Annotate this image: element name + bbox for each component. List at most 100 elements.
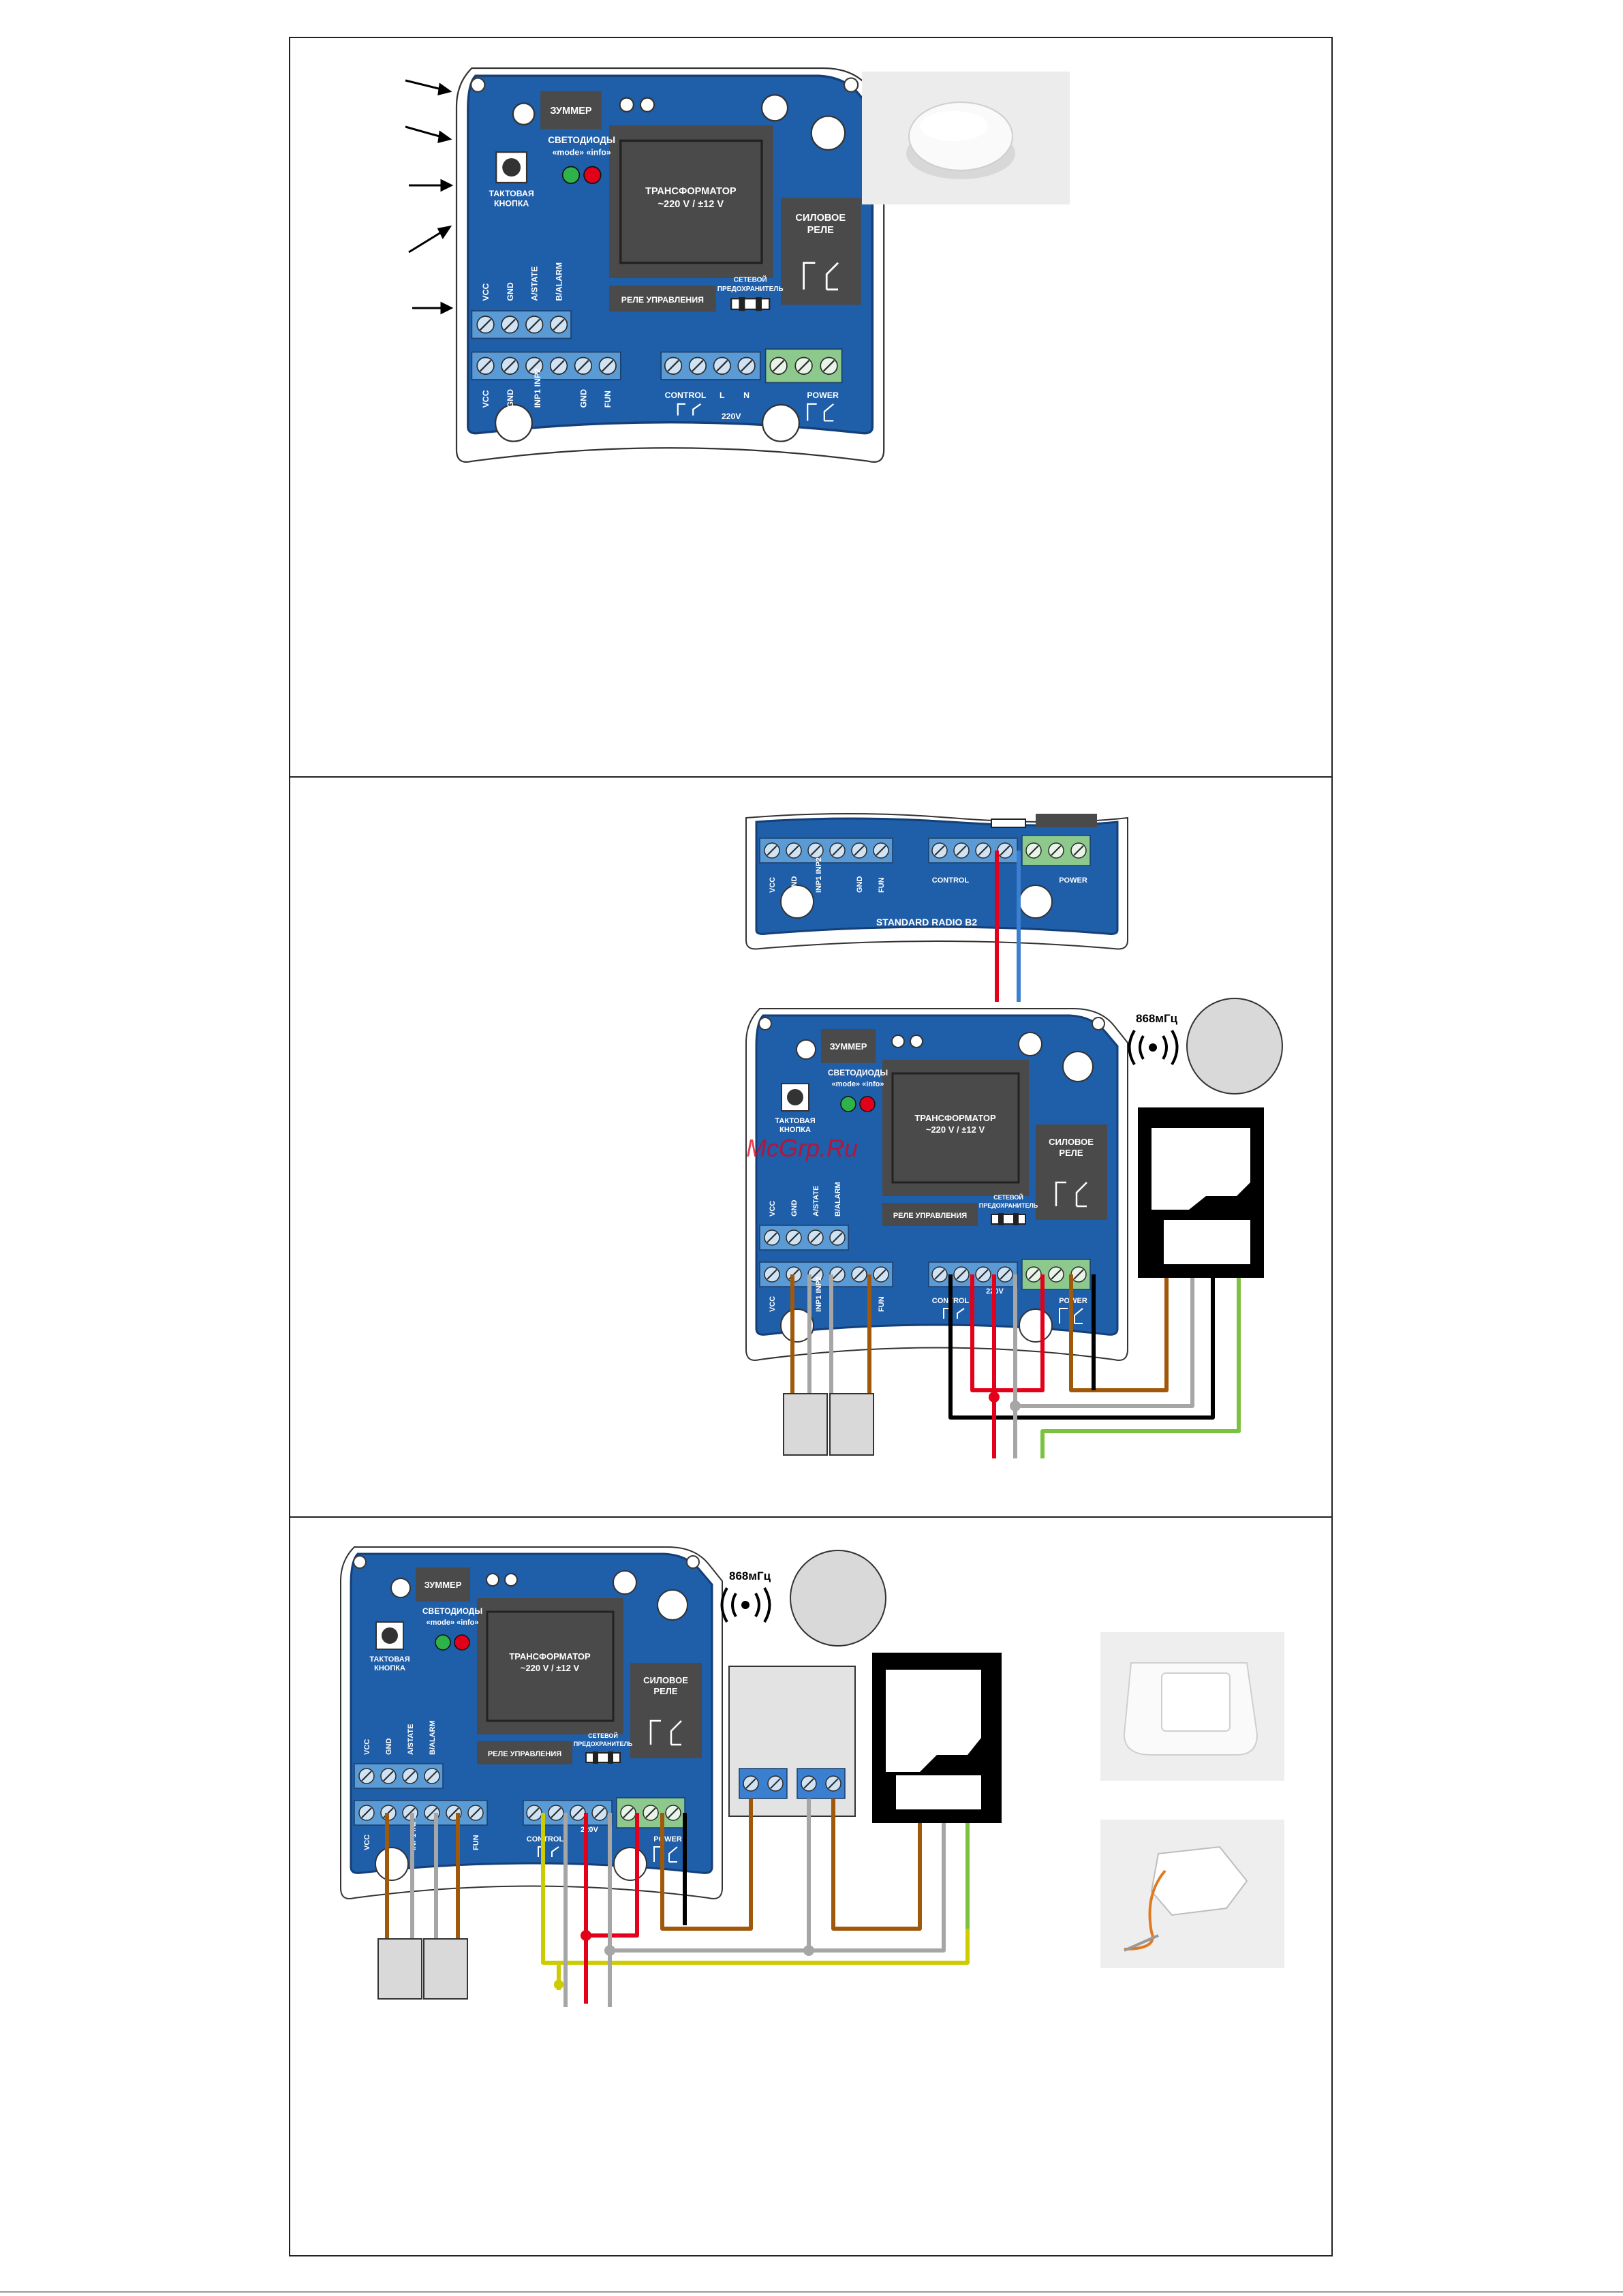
page-frame bbox=[289, 37, 1333, 2256]
b2-t0: VCC bbox=[769, 1201, 777, 1216]
pin-top-vcc: VCC bbox=[481, 283, 491, 301]
pin-top-balarm: B/ALARM bbox=[555, 262, 564, 301]
wall-switch-photo bbox=[1100, 1632, 1284, 1781]
section-3: ЗУММЕР ТАКТОВАЯ КНОПКА СВЕТОДИОДЫ «mode»… bbox=[341, 1547, 1284, 2007]
power-relay-label-2: РЕЛЕ bbox=[807, 225, 835, 236]
b2-f2: ПРЕДОХРАНИТЕЛЬ bbox=[979, 1202, 1038, 1209]
radio-sensor-2: 868мГц bbox=[1128, 998, 1283, 1095]
p2-power-label: POWER bbox=[1059, 876, 1087, 885]
junction-box-3 bbox=[728, 1666, 856, 1817]
b3-f1: СЕТЕВОЙ bbox=[588, 1732, 618, 1739]
b3-btn2: КНОПКА bbox=[374, 1664, 405, 1672]
b3-model: STANDARD RADIO B2 bbox=[467, 1876, 576, 1887]
freq-label-2: 868мГц bbox=[1136, 1012, 1178, 1025]
leak-sensor-photo bbox=[862, 72, 1070, 204]
b3-btn1: ТАКТОВАЯ bbox=[369, 1655, 409, 1664]
b2-btn1: ТАКТОВАЯ bbox=[775, 1117, 815, 1125]
b2-buzzer: ЗУММЕР bbox=[830, 1041, 867, 1052]
controller-board-3: ЗУММЕР ТАКТОВАЯ КНОПКА СВЕТОДИОДЫ «mode»… bbox=[341, 1547, 722, 1899]
b2-b2: INP1 INP2 bbox=[815, 1276, 823, 1312]
pin-bot-gnd: GND bbox=[506, 389, 515, 408]
pin-bot-gnd2: GND bbox=[578, 389, 588, 408]
p2-model-label: STANDARD RADIO B2 bbox=[876, 917, 978, 928]
button-label-2: КНОПКА bbox=[494, 199, 529, 209]
b2-t3: B/ALARM bbox=[834, 1182, 842, 1216]
pin-bot-vcc: VCC bbox=[481, 390, 491, 408]
freq-label-3: 868мГц bbox=[729, 1570, 771, 1582]
p2-pin-gnd: GND bbox=[790, 876, 799, 893]
pin-bot-inp: INP1 INP2 bbox=[533, 368, 542, 408]
input-sensor-3b bbox=[423, 1938, 468, 2000]
input-sensor-3a bbox=[377, 1938, 422, 2000]
b3-cr: РЕЛЕ УПРАВЛЕНИЯ bbox=[488, 1750, 561, 1758]
b3-leds-sub: «mode» «info» bbox=[426, 1619, 478, 1627]
leds-sub-label: «mode» «info» bbox=[553, 148, 611, 157]
controller-board-2: ЗУММЕР ТАКТОВАЯ КНОПКА СВЕТОДИОДЫ «mode»… bbox=[746, 1009, 1128, 1360]
radio-sensor-3: 868мГц bbox=[720, 1550, 886, 1647]
l-label: L bbox=[720, 391, 725, 400]
input-sensor-2a bbox=[783, 1393, 828, 1456]
contactor-3 bbox=[872, 1653, 1002, 1823]
b2-tr1: ТРАНСФОРМАТОР bbox=[914, 1113, 996, 1123]
input-sensor-2b bbox=[829, 1393, 874, 1456]
fuse-label-2: ПРЕДОХРАНИТЕЛЬ bbox=[717, 286, 784, 293]
power-relay-label-1: СИЛОВОЕ bbox=[795, 213, 846, 224]
partial-board: VCC GND INP1 INP2 GND FUN CONTROL POWER … bbox=[745, 813, 1128, 950]
b2-t2: A/STATE bbox=[812, 1186, 820, 1216]
b2-leds: СВЕТОДИОДЫ bbox=[828, 1068, 888, 1077]
b3-buzzer: ЗУММЕР bbox=[424, 1580, 462, 1590]
b2-cr: РЕЛЕ УПРАВЛЕНИЯ bbox=[893, 1212, 967, 1220]
b3-t0: VCC bbox=[363, 1739, 371, 1755]
b3-b4: FUN bbox=[472, 1835, 480, 1850]
b3-220v: 220V bbox=[581, 1826, 598, 1834]
b3-power: POWER bbox=[653, 1835, 682, 1843]
b2-f1: СЕТЕВОЙ bbox=[993, 1193, 1023, 1201]
b2-btn2: КНОПКА bbox=[779, 1126, 811, 1134]
section-2: VCC GND INP1 INP2 GND FUN CONTROL POWER … bbox=[745, 813, 1283, 1458]
b2-tr2: ~220 V / ±12 V bbox=[926, 1124, 985, 1135]
p2-pin-fun: FUN bbox=[878, 877, 886, 893]
section-1: ЗУММЕР ТАКТОВАЯ КНОПКА СВЕТОДИОДЫ «mode»… bbox=[405, 68, 1070, 462]
n-label: N bbox=[743, 391, 749, 400]
buzzer-label: ЗУММЕР bbox=[550, 106, 592, 117]
fuse-label-1: СЕТЕВОЙ bbox=[734, 275, 767, 284]
power-label: POWER bbox=[807, 391, 839, 400]
b2-pr1: СИЛОВОЕ bbox=[1049, 1137, 1094, 1147]
v220-label: 220V bbox=[722, 412, 742, 421]
b3-t2: A/STATE bbox=[407, 1724, 415, 1755]
wiring-2 bbox=[790, 1274, 1241, 1458]
pin-top-gnd: GND bbox=[506, 282, 515, 301]
pin-bot-fun: FUN bbox=[603, 391, 613, 408]
b3-tr1: ТРАНСФОРМАТОР bbox=[509, 1651, 591, 1662]
p2-pin-vcc: VCC bbox=[769, 877, 777, 893]
wiring-3 bbox=[385, 1798, 970, 2007]
b3-leds: СВЕТОДИОДЫ bbox=[422, 1606, 482, 1616]
b2-b0: VCC bbox=[769, 1296, 777, 1312]
b2-t1: GND bbox=[790, 1200, 799, 1217]
b2-b4: FUN bbox=[878, 1296, 886, 1312]
model-label: STANDARD RADIO B2 bbox=[598, 435, 720, 448]
pointer-arrows bbox=[405, 79, 454, 315]
p2-pin-gnd2: GND bbox=[856, 876, 864, 893]
transformer-label-1: ТРАНСФОРМАТОР bbox=[645, 186, 737, 197]
b3-pr1: СИЛОВОЕ bbox=[643, 1675, 688, 1685]
b3-t1: GND bbox=[385, 1739, 393, 1756]
b3-t3: B/ALARM bbox=[429, 1720, 437, 1755]
socket-photo bbox=[1100, 1820, 1284, 1968]
b3-control: CONTROL bbox=[527, 1835, 564, 1843]
button-label-1: ТАКТОВАЯ bbox=[489, 189, 534, 198]
controller-board: ЗУММЕР ТАКТОВАЯ КНОПКА СВЕТОДИОДЫ «mode»… bbox=[457, 68, 884, 462]
leds-label: СВЕТОДИОДЫ bbox=[548, 135, 615, 145]
watermark: McGrp.Ru bbox=[746, 1134, 858, 1162]
b3-f2: ПРЕДОХРАНИТЕЛЬ bbox=[574, 1741, 633, 1747]
control-relay-label: РЕЛЕ УПРАВЛЕНИЯ bbox=[621, 295, 704, 305]
p2-pin-inp: INP1 INP2 bbox=[815, 857, 823, 893]
b2-leds-sub: «mode» «info» bbox=[831, 1080, 884, 1088]
b3-b0: VCC bbox=[363, 1835, 371, 1850]
b2-pr2: РЕЛЕ bbox=[1059, 1148, 1083, 1158]
b3-pr2: РЕЛЕ bbox=[653, 1686, 677, 1696]
control-label: CONTROL bbox=[665, 391, 707, 400]
contactor-2 bbox=[1138, 1107, 1264, 1278]
p2-control-label: CONTROL bbox=[932, 876, 970, 885]
